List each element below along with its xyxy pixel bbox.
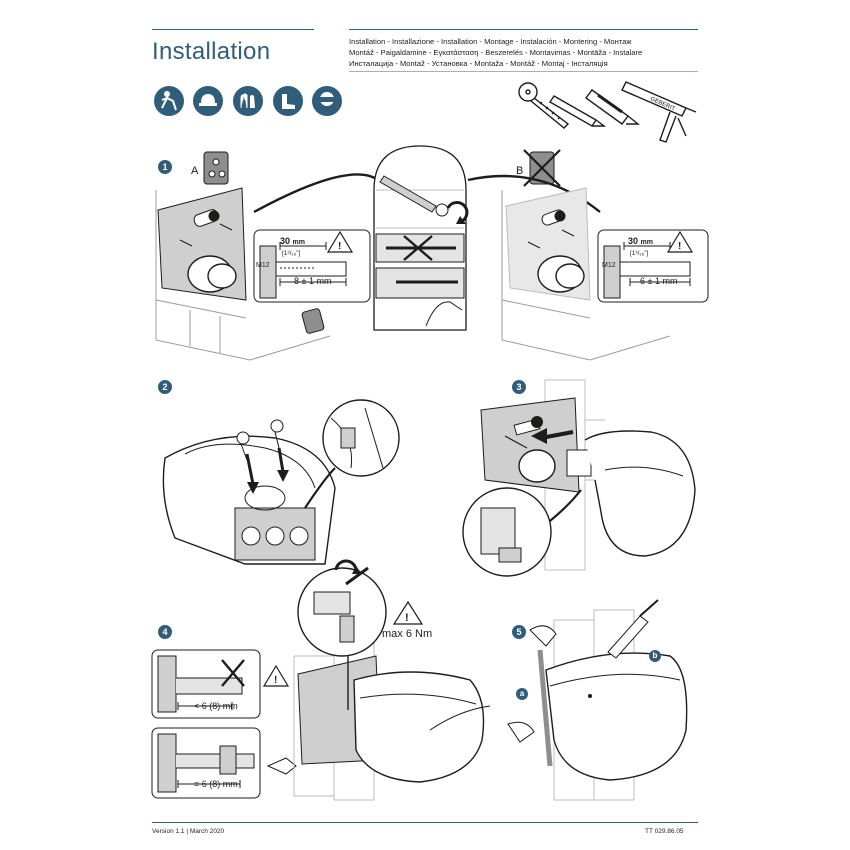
bolt-icon bbox=[193, 209, 220, 227]
fixing-bolt-icon bbox=[270, 419, 284, 449]
language-list: Installation - Installazione - Installat… bbox=[349, 36, 701, 69]
step3-illustration bbox=[462, 379, 696, 577]
pencil-icon bbox=[549, 95, 607, 127]
utility-knife-icon bbox=[585, 89, 640, 125]
tools-illustration: GEBERIT bbox=[518, 81, 697, 143]
step-number: 4 bbox=[158, 625, 172, 639]
torque-label: max 6 Nm bbox=[382, 628, 433, 640]
language-line: Installation - Installazione - Installat… bbox=[349, 37, 632, 46]
depth-value: 30 mm bbox=[628, 236, 653, 246]
svg-text:!: ! bbox=[405, 612, 409, 624]
wrench-icon bbox=[345, 566, 369, 586]
variant-label: B bbox=[516, 165, 524, 177]
svg-text:!: ! bbox=[274, 675, 277, 686]
warning-icon bbox=[666, 230, 694, 253]
step1-illustration: ! ! bbox=[155, 145, 709, 361]
document-id: TT 029.86.05 bbox=[645, 828, 684, 835]
depth-inch: [1³/₁₆"] bbox=[282, 250, 301, 257]
tape-measure-icon bbox=[518, 82, 570, 129]
step5-illustration bbox=[507, 599, 688, 801]
gloves-icon bbox=[233, 86, 263, 116]
step-number: 1 bbox=[158, 160, 172, 174]
warning-icon bbox=[262, 664, 290, 687]
gasket-crossed-icon bbox=[523, 149, 561, 187]
warning-icon bbox=[326, 230, 354, 253]
page-title: Installation bbox=[152, 38, 271, 65]
thread-label: M12 bbox=[602, 262, 616, 269]
step4-illustration: ! ! bbox=[151, 559, 491, 801]
rotate-arrow-icon bbox=[446, 200, 469, 224]
down-arrow-icon bbox=[277, 470, 289, 482]
gasket-icon bbox=[203, 151, 229, 185]
language-line: Инсталација - Montaž - Установка - Monta… bbox=[349, 59, 608, 68]
push-arrow-icon bbox=[531, 428, 547, 444]
gap-dimension: 6 ± 1 mm bbox=[640, 276, 678, 286]
gap-bad-dimension: < 6 (8) mm bbox=[194, 701, 238, 711]
gap-dimension: 8 ± 1 mm bbox=[294, 276, 332, 286]
safety-goggles-icon bbox=[312, 86, 342, 116]
thread-label: M12 bbox=[256, 262, 270, 269]
svg-text:!: ! bbox=[338, 241, 341, 252]
substep-label: b bbox=[649, 650, 661, 662]
variant-label: A bbox=[191, 165, 199, 177]
nut-icon bbox=[498, 547, 522, 563]
header-rule-right bbox=[349, 29, 698, 30]
sealant-gun-icon bbox=[607, 599, 659, 659]
header-rule-under-languages bbox=[349, 71, 698, 72]
down-arrow-icon bbox=[247, 482, 259, 494]
version-label: Version 1.1 | March 2020 bbox=[152, 828, 225, 835]
language-line: Montáž - Paigaldamine - Εγκατάσταση - Be… bbox=[349, 48, 643, 57]
bolt-icon bbox=[379, 175, 449, 217]
fall-hazard-icon bbox=[154, 86, 184, 116]
header-rule-left bbox=[152, 29, 314, 30]
bolt-icon bbox=[541, 209, 566, 226]
depth-value: 30 mm bbox=[280, 236, 305, 246]
hand-icon bbox=[529, 625, 557, 647]
hard-hat-icon bbox=[193, 86, 223, 116]
bolt-icon bbox=[513, 416, 543, 436]
step-number: 3 bbox=[512, 380, 526, 394]
step-number: 2 bbox=[158, 380, 172, 394]
footer-rule bbox=[152, 822, 698, 823]
warning-icon bbox=[392, 600, 424, 625]
fixing-bolt-icon bbox=[236, 431, 250, 461]
step2-illustration bbox=[162, 399, 400, 565]
rotate-arrow-icon bbox=[334, 559, 362, 574]
safety-boots-icon bbox=[273, 86, 303, 116]
depth-inch: [1³/₁₆"] bbox=[630, 250, 649, 257]
gap-good-dimension: = 6 (8) mm bbox=[194, 779, 238, 789]
hand-icon bbox=[266, 757, 297, 775]
sealant-gun-icon: GEBERIT bbox=[621, 81, 697, 143]
step-number: 5 bbox=[512, 625, 526, 639]
gasket-icon bbox=[301, 308, 325, 334]
svg-text:!: ! bbox=[678, 241, 681, 252]
hand-icon bbox=[507, 721, 535, 743]
substep-label: a bbox=[516, 688, 528, 700]
